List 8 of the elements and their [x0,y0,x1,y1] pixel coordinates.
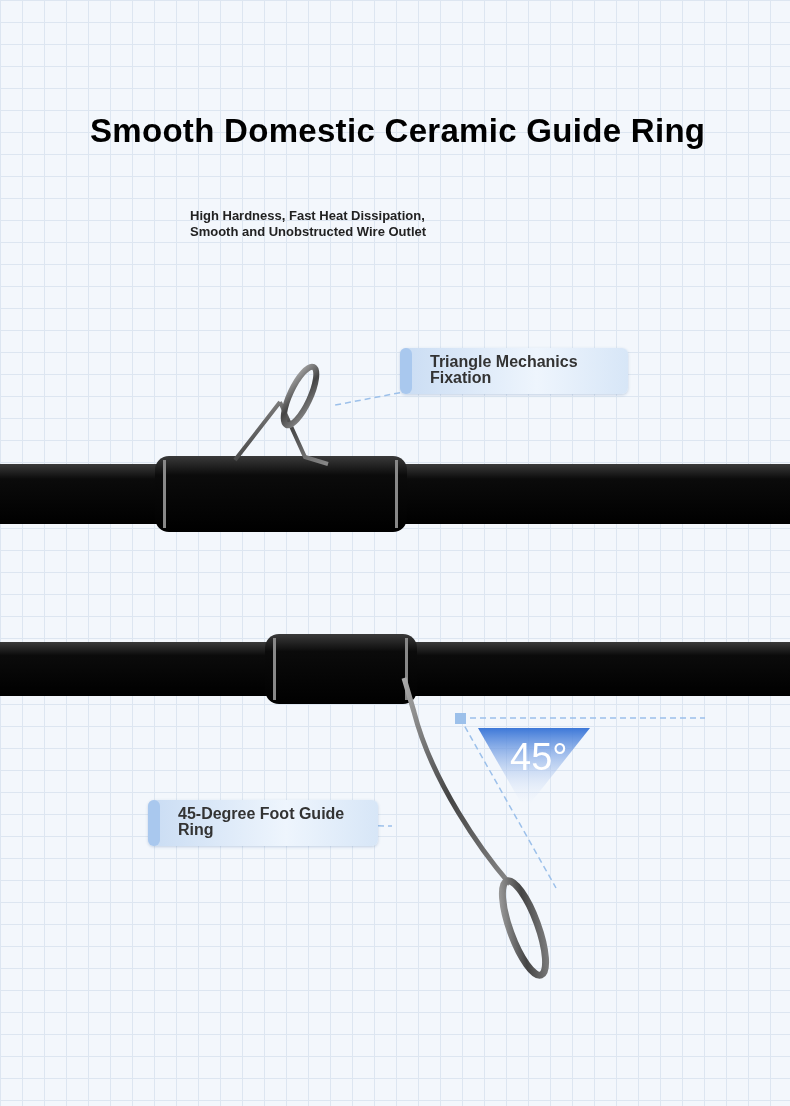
guide-ring-drawing [233,363,330,466]
callout-box: 45-Degree Foot Guide Ring [148,800,378,846]
subtitle: High Hardness, Fast Heat Dissipation, Smooth and Unobstructed Wire Outlet [190,208,428,240]
callout-box: Triangle Mechanics Fixation [400,348,628,394]
angle-label: 45° [510,736,568,779]
leader-line [377,825,393,827]
leader-line [334,391,401,406]
title: Smooth Domestic Ceramic Guide Ring [90,112,706,150]
